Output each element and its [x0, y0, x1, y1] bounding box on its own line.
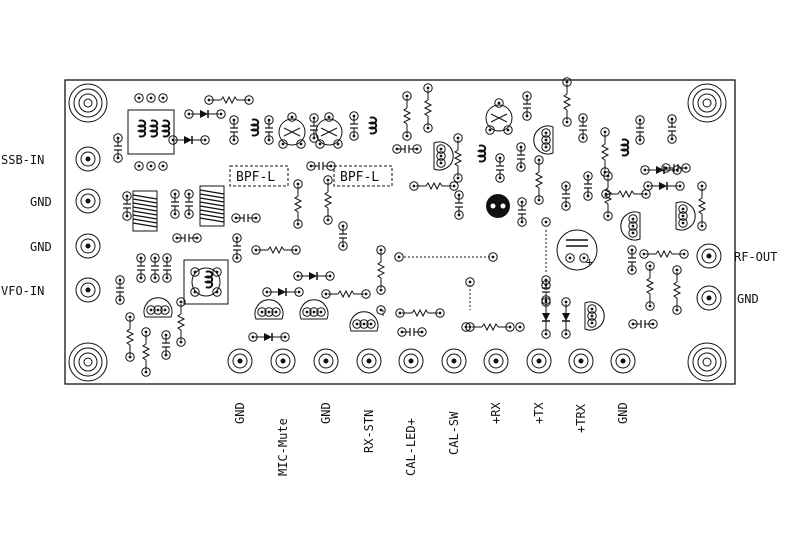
- label-bottom-8: +TX: [532, 402, 546, 424]
- bpf-label-2: BPF-L: [340, 170, 379, 185]
- label-vfo-in: VFO-IN: [1, 284, 44, 298]
- label-bottom-9: +TRX: [574, 403, 588, 433]
- resistors: [126, 78, 706, 376]
- toroid-left: [132, 190, 158, 232]
- shielded-coil: [183, 259, 229, 305]
- label-gnd-left-2: GND: [30, 240, 52, 254]
- label-bottom-3: GND: [319, 402, 333, 424]
- right-terminals: [696, 243, 722, 311]
- board-outline: [64, 79, 736, 385]
- label-ssb-in: SSB-IN: [1, 153, 44, 167]
- label-bottom-2: MIC-Mute: [276, 418, 290, 476]
- label-gnd-left-1: GND: [30, 195, 52, 209]
- transistors: [144, 126, 695, 331]
- bpf-box-2: [333, 165, 393, 187]
- mounting-holes: [68, 83, 727, 382]
- label-rf-out: RF-OUT: [734, 250, 777, 264]
- label-bottom-7: +RX: [489, 402, 503, 424]
- svg-text:+: +: [586, 255, 593, 269]
- left-terminals: [75, 146, 101, 303]
- toroid-right: [199, 185, 225, 227]
- label-bottom-10: GND: [616, 402, 630, 424]
- mosfet: [486, 194, 510, 218]
- bottom-terminals: [227, 348, 636, 374]
- label-bottom-1: GND: [233, 402, 247, 424]
- label-bottom-4: RX-STN: [362, 410, 376, 453]
- label-bottom-6: CAL-SW: [447, 411, 461, 455]
- bpf-box-1: [229, 165, 289, 187]
- input-transformer: [127, 93, 175, 171]
- diodes: [169, 110, 684, 341]
- bpf-label-1: BPF-L: [236, 170, 275, 185]
- label-bottom-5: CAL-LED+: [404, 418, 418, 476]
- label-gnd-right: GND: [737, 292, 759, 306]
- dotted-traces: [382, 230, 547, 318]
- inductors: [251, 116, 630, 163]
- electrolytic-capacitor: +: [556, 229, 598, 271]
